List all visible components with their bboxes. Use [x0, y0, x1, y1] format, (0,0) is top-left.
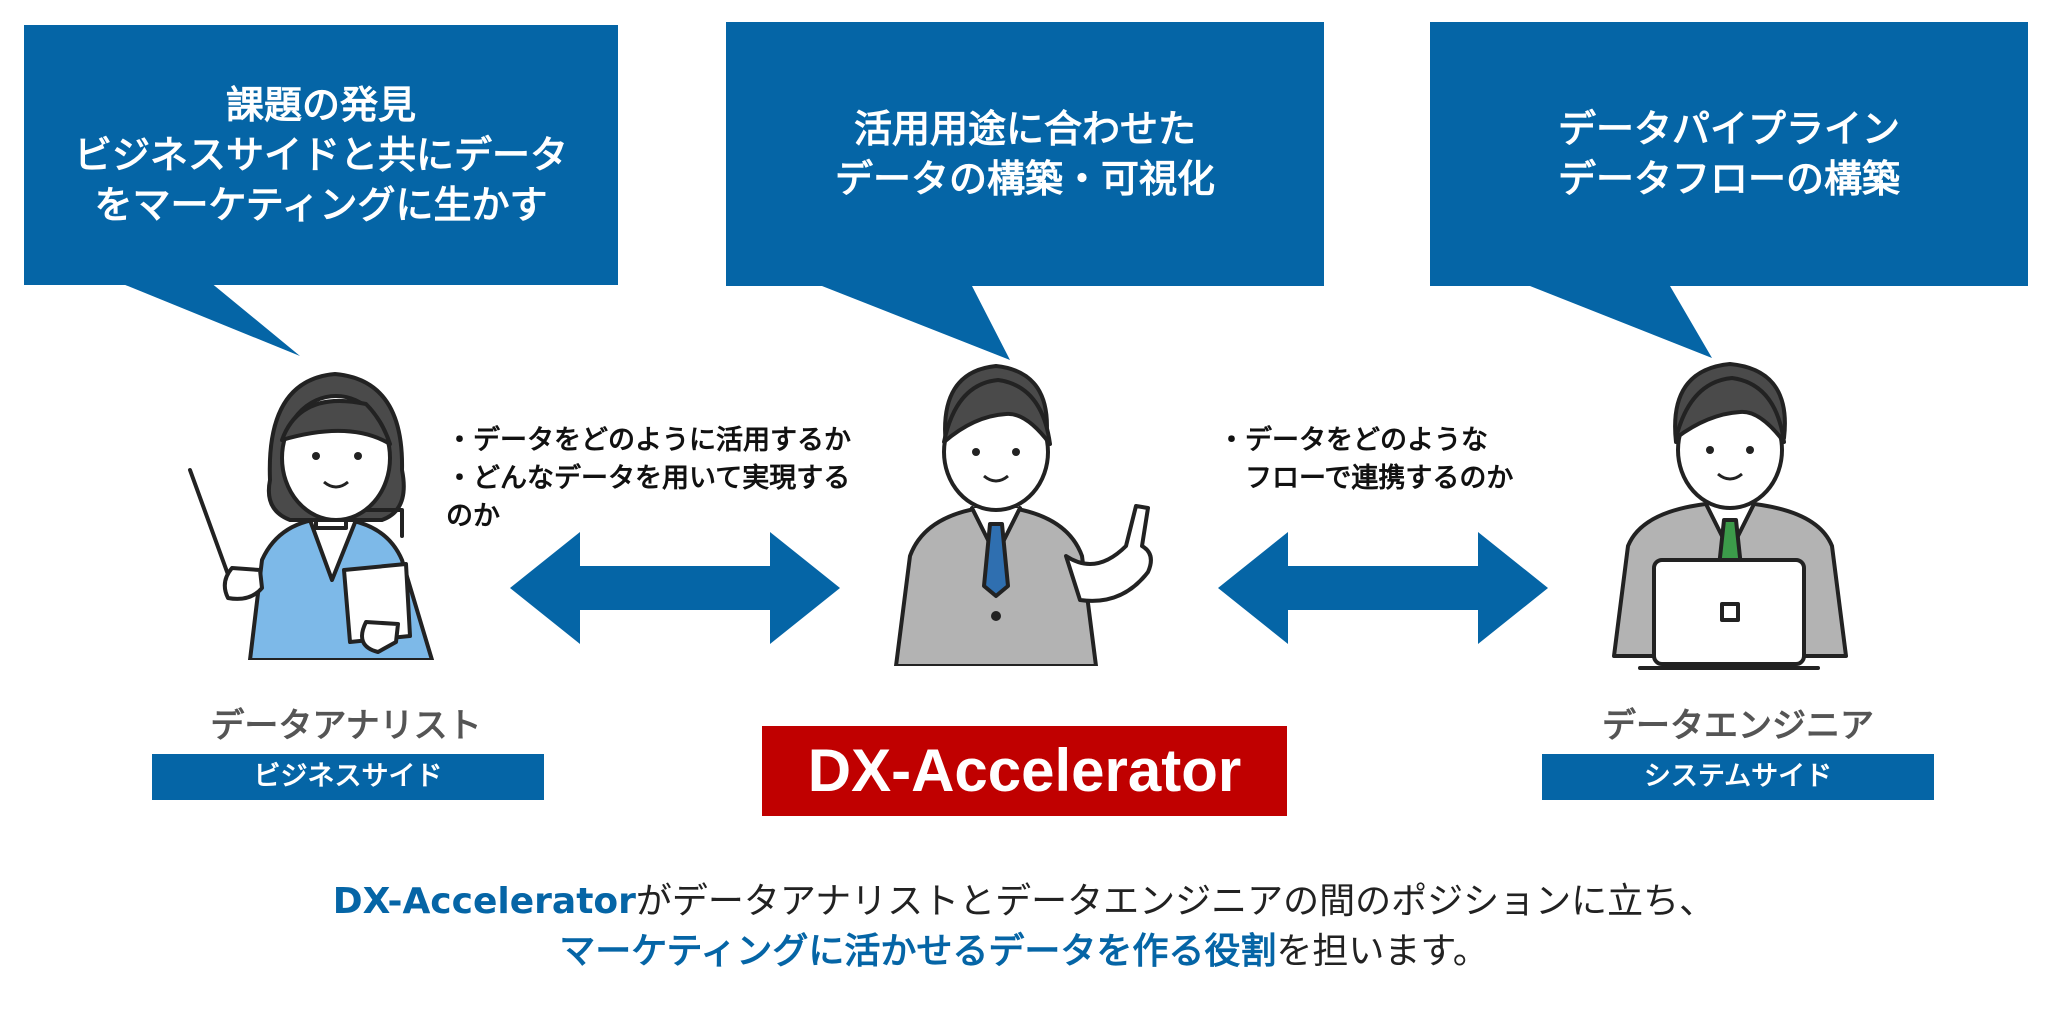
- bubble-analyst: 課題の発見 ビジネスサイドと共にデータ をマーケティングに生かす: [24, 25, 618, 285]
- accelerator-illustration: [894, 364, 1153, 666]
- bubble-accelerator: 活用用途に合わせた データの構築・可視化: [726, 22, 1324, 286]
- summary-line-2-rest: を担います。: [1276, 931, 1489, 972]
- engineer-notes: ・データをどのような フローで連携するのか: [1218, 425, 1514, 494]
- bubble-engineer: データパイプライン データフローの構築: [1430, 22, 2028, 286]
- summary-highlight: マーケティングに活かせるデータを作る役割: [559, 931, 1277, 972]
- analyst-illustration: [188, 372, 434, 660]
- double-arrow-right: [1218, 532, 1548, 644]
- analyst-tag: ビジネスサイド: [152, 754, 544, 800]
- bubble-accelerator-text: 活用用途に合わせた データの構築・可視化: [834, 107, 1215, 201]
- analyst-title: データアナリスト: [210, 706, 482, 746]
- summary-line-1-rest: がデータアナリストとデータエンジニアの間のポジションに立ち、: [635, 881, 1716, 922]
- bubble-engineer-text: データパイプライン データフローの構築: [1557, 107, 1900, 201]
- double-arrow-left: [510, 532, 840, 644]
- bubble-tail-right: [1530, 286, 1712, 358]
- summary-line-1: DX-Acceleratorがデータアナリストとデータエンジニアの間のポジション…: [0, 872, 2048, 924]
- bubble-tail-left: [118, 282, 300, 356]
- engineer-title: データエンジニア: [1602, 706, 1874, 746]
- brand-badge: DX-Accelerator: [762, 726, 1287, 816]
- summary-line-2: マーケティングに活かせるデータを作る役割を担います。: [0, 922, 2048, 974]
- analyst-notes: ・データをどのように活用するか ・どんなデータを用いて実現する のか: [446, 425, 851, 532]
- bubble-analyst-text: 課題の発見 ビジネスサイドと共にデータ をマーケティングに生かす: [73, 83, 568, 227]
- engineer-illustration: [1612, 362, 1848, 670]
- engineer-tag: システムサイド: [1542, 754, 1934, 800]
- bubble-tail-center: [822, 286, 1010, 360]
- summary-brand: DX-Accelerator: [332, 881, 636, 922]
